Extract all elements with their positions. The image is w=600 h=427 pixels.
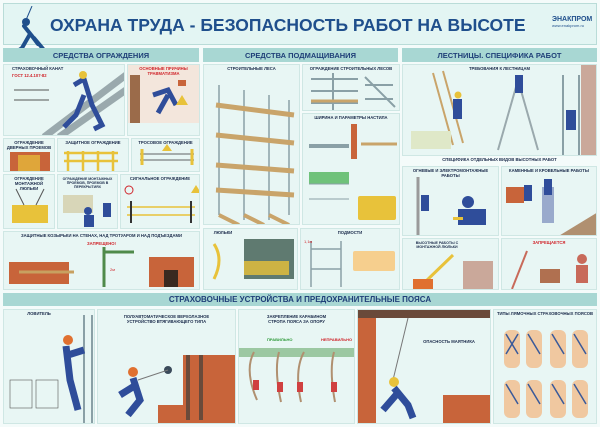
scaffold-illustration: [215, 85, 295, 224]
panel-title: ОПАСНОСТЬ МАЯТНИКА: [423, 339, 475, 344]
catcher-illustration: [9, 315, 93, 423]
panel-title: КАМЕННЫЕ И КРОВЕЛЬНЫЕ РАБОТЫ: [509, 168, 589, 173]
panel-signal-fence: СИГНАЛЬНОЕ ОГРАЖДЕНИЕ: [120, 174, 200, 229]
panel-catcher: ЛОВИТЕЛЬ: [3, 309, 95, 424]
workers-illustration: [63, 195, 111, 227]
cradle-lift-illustration: [212, 239, 294, 280]
panel-deck-params: ШИРИНА И ПАРАМЕТРЫ НАСТИЛА: [302, 113, 400, 225]
panel-harness-types: ТИПЫ ЛЯМОЧНЫХ СТРАХОВОЧНЫХ ПОЯСОВ: [493, 309, 597, 424]
deck-illustration: [309, 124, 397, 220]
retractable-illustration: [118, 355, 235, 423]
section-fencing: СРЕДСТВА ОГРАЖДЕНИЯ: [3, 48, 199, 62]
pendulum-illustration: [358, 310, 490, 423]
section-safety: СТРАХОВОЧНЫЕ УСТРОЙСТВА И ПРЕДОХРАНИТЕЛЬ…: [3, 293, 597, 306]
panel-fire-electric: ОГНЕВЫЕ И ЭЛЕКТРОМОНТАЖНЫЕ РАБОТЫ: [402, 166, 499, 236]
panel-injury-causes: ОСНОВНЫЕ ПРИЧИНЫ ТРАВМАТИЗМА: [127, 64, 200, 136]
panel-title: СИГНАЛЬНОЕ ОГРАЖДЕНИЕ: [129, 176, 191, 181]
panel-title: ЛОВИТЕЛЬ: [27, 311, 51, 316]
dimension-label: 2м: [110, 267, 115, 272]
canopies-warning: ЗАПРЕЩЕНО!: [87, 241, 116, 246]
incorrect-label: НЕПРАВИЛЬНО: [321, 337, 353, 342]
panel-platforms: ПОДМОСТИ 1,1м: [300, 228, 400, 290]
panel-title: ОГРАЖДЕНИЕ МОНТАЖНОЙ ЛЮЛЬКИ: [14, 176, 44, 191]
panel-retractable-device: ПОЛУАВТОМАТИЧЕСКОЕ ВЕРХОЛАЗНОЕ УСТРОЙСТВ…: [97, 309, 236, 424]
ladders-illustration: [411, 65, 596, 155]
brick-wall-illustration: [10, 152, 50, 171]
signal-fence-illustration: [124, 185, 199, 223]
rope-illustration: [14, 71, 124, 135]
masonry-illustration: [506, 179, 596, 235]
panel-openings-fence: ОГРАЖДЕНИЕ МОНТАЖНЫХ ПРОЕМОВ, ПРОЕМОВ В …: [57, 174, 118, 229]
rope-standard: ГОСТ 12.4.107-82: [12, 73, 47, 78]
panel-doorway-fence: ОГРАЖДЕНИЕ ДВЕРНЫХ ПРОЕМОВ: [3, 138, 55, 172]
logo-url: www.enakprom.ru: [552, 23, 585, 28]
panel-scaffold: СТРОИТЕЛЬНЫЕ ЛЕСА: [203, 64, 300, 225]
panel-title: ПОЛУАВТОМАТИЧЕСКОЕ ВЕРХОЛАЗНОЕ УСТРОЙСТВ…: [123, 314, 210, 324]
panel-cable-fence: ТРОСОВОЕ ОГРАЖДЕНИЕ: [131, 138, 200, 172]
cradle-illustration: [12, 188, 48, 223]
panel-protective-fence: ЗАЩИТНОЕ ОГРАЖДЕНИЕ: [57, 138, 129, 172]
panel-canopies: ЗАЩИТНЫЕ КОЗЫРЬКИ НА СТЕНАХ, НАД ТРОТУАР…: [3, 231, 200, 290]
panel-ladder-requirements: ТРЕБОВАНИЯ К ЛЕСТНИЦАМ: [402, 64, 597, 156]
section-ladders: ЛЕСТНИЦЫ. СПЕЦИФИКА РАБОТ: [402, 48, 597, 62]
panel-title: ТРОСОВОЕ ОГРАЖДЕНИЕ: [138, 140, 193, 145]
panel-title: ВЫСОТНЫЕ РАБОТЫ С МОНТАЖНОЙ ЛЮЛЬКИ: [415, 241, 459, 250]
panel-title: СТРАХОВОЧНЫЙ КАНАТ: [12, 66, 64, 71]
panel-pendulum: ОПАСНОСТЬ МАЯТНИКА: [357, 309, 491, 424]
dimension-label: 1,1м: [304, 239, 313, 244]
panel-title: ЗАЩИТНОЕ ОГРАЖДЕНИЕ: [65, 140, 121, 145]
panel-title: ОГНЕВЫЕ И ЭЛЕКТРОМОНТАЖНЫЕ РАБОТЫ: [412, 168, 489, 178]
logo-name: ЭНАКПРОМ: [552, 16, 593, 23]
panel-forbidden: ЗАПРЕЩАЕТСЯ: [501, 238, 597, 290]
panel-title: ОГРАЖДЕНИЕ ДВЕРНЫХ ПРОЕМОВ: [6, 140, 52, 150]
panel-title: ОГРАЖДЕНИЕ МОНТАЖНЫХ ПРОЕМОВ, ПРОЕМОВ В …: [62, 177, 113, 190]
panel-title: ЗАЩИТНЫЕ КОЗЫРЬКИ НА СТЕНАХ, НАД ТРОТУАР…: [21, 233, 182, 238]
panel-anchoring: ЗАКРЕПЛЕНИЕ КАРАБИНОМ СТРОПА ПОЯСА ЗА ОП…: [238, 309, 355, 424]
panel-cradle-work: ВЫСОТНЫЕ РАБОТЫ С МОНТАЖНОЙ ЛЮЛЬКИ: [402, 238, 499, 290]
welder-illustration: [416, 177, 486, 235]
correct-label: ПРАВИЛЬНО: [267, 337, 293, 342]
panel-title: ШИРИНА И ПАРАМЕТРЫ НАСТИЛА: [314, 115, 388, 120]
aerial-lift-illustration: [413, 253, 493, 289]
forbidden-illustration: [511, 250, 588, 289]
panel-title: ТИПЫ ЛЯМОЧНЫХ СТРАХОВОЧНЫХ ПОЯСОВ: [496, 311, 594, 316]
panel-title: СТРОИТЕЛЬНЫЕ ЛЕСА: [227, 66, 276, 71]
panel-title: ЗАПРЕЩАЕТСЯ: [532, 240, 566, 245]
panel-title: ЗАКРЕПЛЕНИЕ КАРАБИНОМ СТРОПА ПОЯСА ЗА ОП…: [266, 314, 327, 324]
panel-safety-rope: СТРАХОВОЧНЫЙ КАНАТ ГОСТ 12.4.107-82: [3, 64, 125, 136]
harness-illustration: [504, 330, 588, 418]
poster-title: ОХРАНА ТРУДА - БЕЗОПАСНОСТЬ РАБОТ НА ВЫС…: [50, 15, 526, 35]
panel-title: ПОДМОСТИ: [337, 230, 363, 235]
falling-worker-illustration: [128, 75, 199, 135]
panel-title: ОГРАЖДЕНИЕ СТРОИТЕЛЬНЫХ ЛЕСОВ: [309, 66, 393, 71]
canopies-illustration: [9, 247, 194, 287]
section-scaffolding: СРЕДСТВА ПОДМАЩИВАНИЯ: [203, 48, 398, 62]
poster-header: ОХРАНА ТРУДА - БЕЗОПАСНОСТЬ РАБОТ НА ВЫС…: [3, 3, 597, 54]
panel-cradle-fence: ОГРАЖДЕНИЕ МОНТАЖНОЙ ЛЮЛЬКИ: [3, 174, 55, 229]
panel-title: ЛЮЛЬКИ: [213, 230, 233, 235]
anchoring-illustration: [239, 348, 354, 403]
brand-logo: ЭНАКПРОМ www.enakprom.ru: [552, 16, 594, 28]
panel-title: ТРЕБОВАНИЯ К ЛЕСТНИЦАМ: [469, 66, 530, 71]
platform-illustration: [310, 241, 395, 287]
panel-cradles: ЛЮЛЬКИ: [203, 228, 298, 290]
railing-illustration: [64, 151, 118, 171]
panel-scaffold-fence: ОГРАЖДЕНИЕ СТРОИТЕЛЬНЫХ ЛЕСОВ: [302, 64, 400, 111]
specifics-heading: СПЕЦИФИКА ОТДЕЛЬНЫХ ВИДОВ ВЫСОТНЫХ РАБОТ: [442, 157, 557, 162]
cable-fence-illustration: [140, 144, 194, 165]
panel-masonry-roof: КАМЕННЫЕ И КРОВЕЛЬНЫЕ РАБОТЫ: [501, 166, 597, 236]
scaffold-fence-illustration: [311, 73, 396, 110]
panel-title: ОСНОВНЫЕ ПРИЧИНЫ ТРАВМАТИЗМА: [139, 66, 188, 76]
